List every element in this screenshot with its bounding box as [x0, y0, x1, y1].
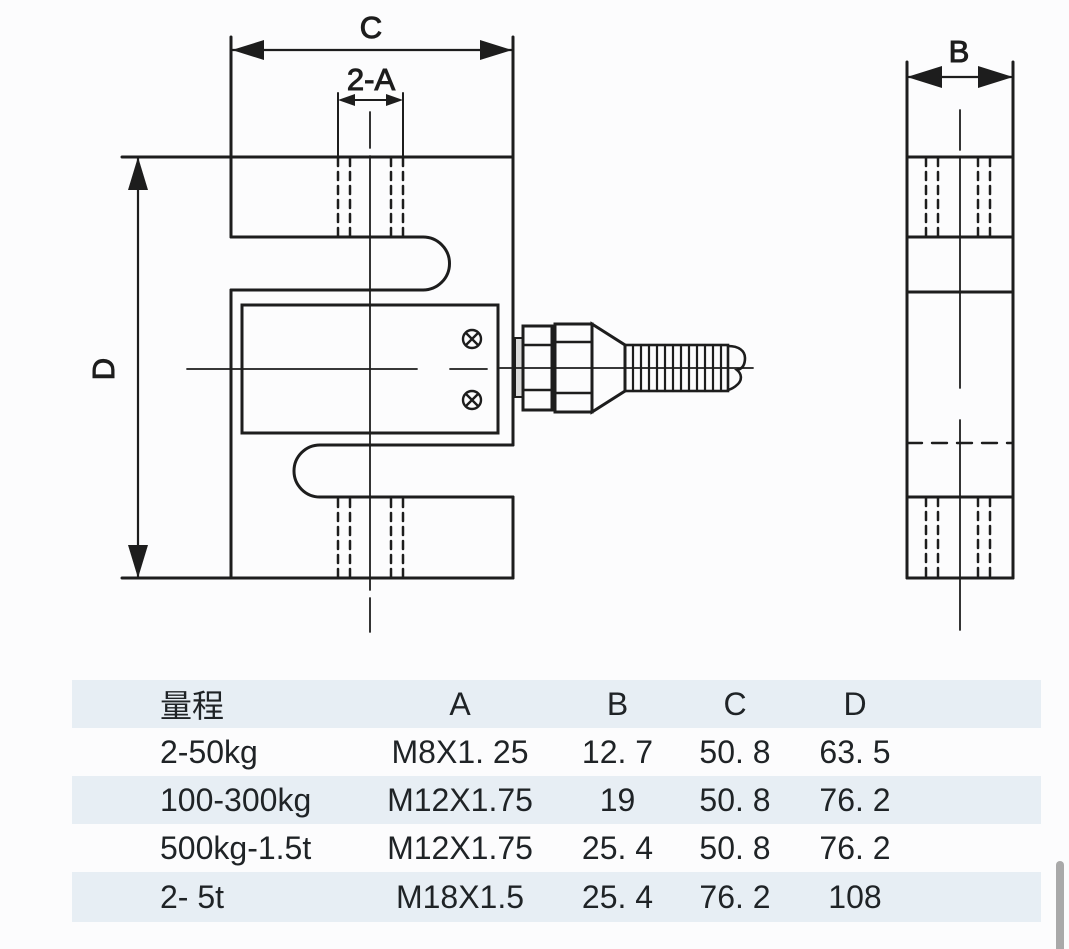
- col-header-b: B: [606, 685, 629, 722]
- table-row: 500kg-1.5t M12X1.75 25. 4 50. 8 76. 2: [72, 824, 1041, 872]
- front-view-hidden-holes: [336, 156, 405, 579]
- cell-b: 25. 4: [581, 829, 654, 866]
- cell-a: M18X1.5: [395, 878, 525, 915]
- table-row: 100-300kg M12X1.75 19 50. 8 76. 2: [72, 776, 1041, 824]
- front-view-centerlines: [186, 111, 488, 633]
- dim-label-2a: 2-A: [347, 62, 396, 97]
- spec-table: 量程 A B C D 2-50kg M8X1. 25 12. 7 50. 8 6…: [72, 680, 1041, 922]
- cell-d: 63. 5: [819, 733, 891, 770]
- dim-label-c: C: [360, 10, 382, 45]
- col-header-c: C: [723, 685, 747, 722]
- cell-c: 76. 2: [699, 878, 771, 915]
- cell-d: 108: [828, 878, 882, 915]
- table-header-row: 量程 A B C D: [72, 680, 1041, 728]
- col-header-a: A: [449, 685, 471, 722]
- table-row: 2-50kg M8X1. 25 12. 7 50. 8 63. 5: [72, 728, 1041, 776]
- dimension-d: [128, 155, 148, 580]
- col-header-d: D: [843, 685, 867, 722]
- scrollbar-thumb[interactable]: [1056, 861, 1064, 949]
- cell-c: 50. 8: [699, 829, 771, 866]
- cell-a: M12X1.75: [387, 829, 533, 866]
- dim-label-d: D: [86, 358, 121, 380]
- cell-a: M12X1.75: [387, 781, 533, 818]
- cell-c: 50. 8: [699, 733, 771, 770]
- cell-range: 500kg-1.5t: [160, 829, 312, 866]
- cell-range: 2- 5t: [160, 878, 225, 915]
- col-header-range: 量程: [160, 688, 225, 724]
- cell-range: 2-50kg: [160, 733, 258, 770]
- load-cell-technical-drawing: C 2-A D: [86, 10, 1015, 633]
- cell-d: 76. 2: [819, 781, 891, 818]
- dimension-c: [230, 40, 514, 60]
- cable-connector: [499, 321, 754, 415]
- screw-icon: [461, 328, 483, 411]
- cell-a: M8X1. 25: [391, 733, 529, 770]
- cell-b: 25. 4: [581, 878, 654, 915]
- cell-c: 50. 8: [699, 781, 771, 818]
- cell-d: 76. 2: [819, 829, 891, 866]
- front-view-outline: [120, 35, 515, 580]
- dimension-b: [907, 66, 1013, 88]
- dim-label-b: B: [949, 34, 970, 69]
- cell-b: 12. 7: [581, 733, 654, 770]
- side-view-hidden-holes: [924, 156, 992, 578]
- cell-b: 19: [599, 781, 636, 818]
- cell-range: 100-300kg: [160, 781, 312, 818]
- table-row: 2- 5t M18X1.5 25. 4 76. 2 108: [72, 872, 1041, 922]
- dimension-2a: [337, 92, 404, 158]
